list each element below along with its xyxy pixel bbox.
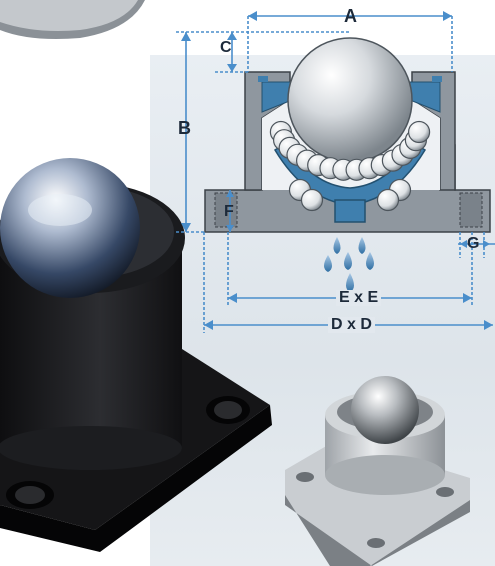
stainless-ball-transfer-unit bbox=[285, 376, 470, 566]
support-ball bbox=[300, 188, 324, 212]
partial-disc-top-left bbox=[0, 0, 145, 39]
cross-section-drawing bbox=[204, 37, 491, 233]
lubricant-drops bbox=[324, 237, 374, 292]
steel-ball bbox=[287, 37, 413, 163]
support-ball bbox=[376, 188, 400, 212]
dimension-label-g: G bbox=[467, 235, 480, 252]
dimension-label-dxd: D x D bbox=[328, 317, 375, 333]
black-ball-transfer-unit bbox=[0, 158, 272, 552]
support-balls bbox=[269, 120, 431, 212]
dimension-label-c: C bbox=[220, 39, 232, 56]
support-ball bbox=[408, 120, 431, 144]
dimension-label-f: F bbox=[224, 203, 234, 220]
dimension-label-a: A bbox=[344, 6, 357, 26]
dimension-label-b: B bbox=[178, 118, 191, 138]
dimension-label-exe: E x E bbox=[336, 290, 382, 306]
